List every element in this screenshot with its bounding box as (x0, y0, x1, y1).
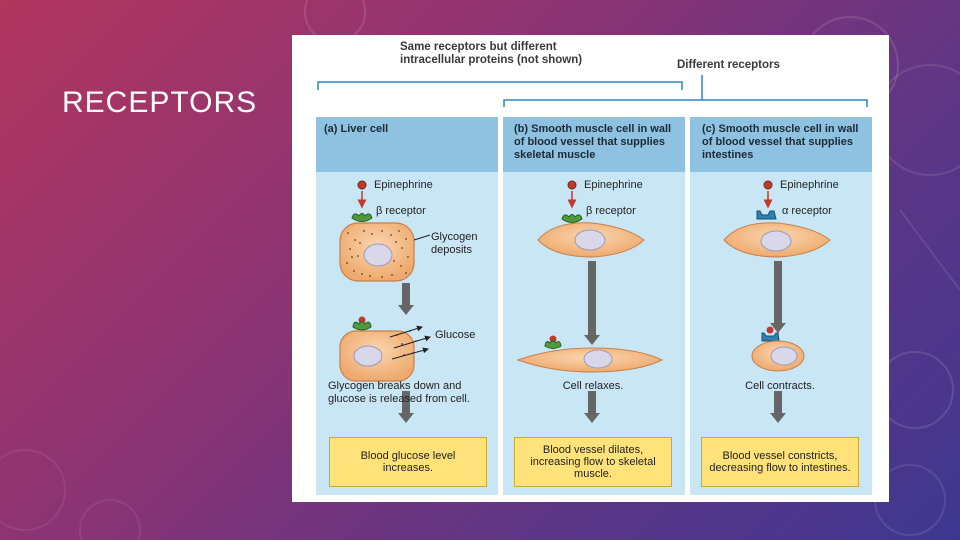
nucleus-b (575, 230, 605, 250)
process-arrow-c1 (770, 261, 786, 333)
glycogen-label: Glycogen deposits (431, 231, 491, 257)
beta-receptor-b (562, 215, 582, 223)
process-arrow-a1 (398, 283, 414, 315)
bracket-different-receptors (504, 100, 867, 107)
result-box-c: Blood vessel constricts, decreasing flow… (701, 437, 859, 487)
result-box-b: Blood vessel dilates, increasing flow to… (514, 437, 672, 487)
receptor-label-a: β receptor (376, 205, 426, 218)
nucleus-contracted (771, 347, 797, 365)
epinephrine-molecule-c (764, 181, 772, 189)
liver-nucleus (364, 244, 392, 266)
decor-ring (80, 500, 140, 540)
response-b: Cell relaxes. (543, 380, 643, 393)
epinephrine-label-b: Epinephrine (584, 179, 643, 192)
process-arrow-c2 (770, 391, 786, 423)
process-arrow-b2 (584, 391, 600, 423)
glucose-label: Glucose (435, 329, 475, 342)
beta-receptor-bound-a (353, 322, 371, 331)
receptor-diagram: Same receptors but different intracellul… (292, 35, 889, 502)
epinephrine-molecule-a (358, 181, 366, 189)
alpha-receptor-bound-c (762, 333, 779, 341)
bracket-same-receptors (318, 82, 682, 90)
liver-nucleus-active (354, 346, 382, 366)
epinephrine-bound-c (767, 327, 774, 334)
beta-receptor-bound-b (545, 341, 561, 349)
slide-title: RECEPTORS (62, 86, 257, 120)
alpha-receptor-c (757, 211, 776, 219)
receptor-label-b: β receptor (586, 205, 636, 218)
process-arrow-b1 (584, 261, 600, 345)
diagram-graphics (292, 35, 889, 502)
epinephrine-label-a: Epinephrine (374, 179, 433, 192)
result-box-a: Blood glucose level increases. (329, 437, 487, 487)
decor-ring (0, 450, 65, 530)
glycogen-pointer (414, 235, 430, 240)
nucleus-relaxed (584, 350, 612, 368)
decor-line (900, 210, 960, 290)
epinephrine-label-c: Epinephrine (780, 179, 839, 192)
response-a: Glycogen breaks down and glucose is rele… (328, 380, 498, 406)
beta-receptor-a (352, 214, 372, 222)
response-c: Cell contracts. (730, 380, 830, 393)
epinephrine-molecule-b (568, 181, 576, 189)
receptor-label-c: α receptor (782, 205, 832, 218)
nucleus-c (761, 231, 791, 251)
